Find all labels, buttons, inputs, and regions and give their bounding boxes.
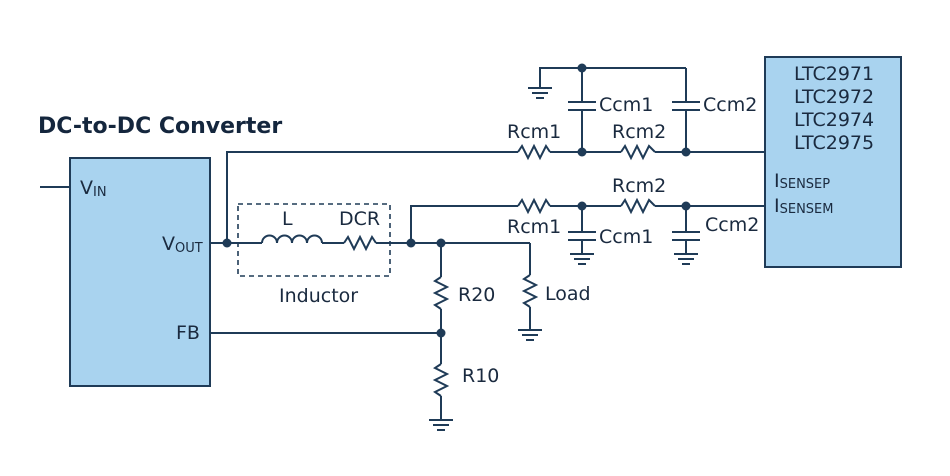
rcm2-top-label: Rcm2 xyxy=(612,121,666,143)
fb-label: FB xyxy=(176,322,200,344)
ccm1-top-label: Ccm1 xyxy=(599,94,653,116)
vin-label: VIN xyxy=(80,177,107,200)
diagram-title: DC-to-DC Converter xyxy=(38,114,282,139)
inductor-l-label: L xyxy=(282,208,293,230)
top-cap-rail-wire xyxy=(539,67,686,88)
isensem-label: ISENSEM xyxy=(774,195,833,217)
isensep-label: ISENSEP xyxy=(774,170,830,192)
load-resistor xyxy=(521,274,539,308)
ground-icon-ccm2 xyxy=(674,253,698,265)
load-label: Load xyxy=(545,283,591,305)
node-dot xyxy=(577,147,587,157)
rcm2-bottom-resistor xyxy=(620,197,656,215)
node-dot xyxy=(436,328,446,338)
rcm1-bottom-resistor xyxy=(517,197,551,215)
node-dot xyxy=(577,201,587,211)
ic-part-1: LTC2971 xyxy=(794,63,874,85)
ccm1-bottom-label: Ccm1 xyxy=(599,226,653,248)
dcr-to-rcm1-bottom-wire xyxy=(410,205,518,243)
node-dot xyxy=(577,63,587,73)
node-dot xyxy=(222,238,232,248)
r10-resistor xyxy=(432,363,450,397)
r10-label: R10 xyxy=(462,365,499,387)
ic-part-2: LTC2972 xyxy=(794,86,874,108)
ccm2-bottom-label: Ccm2 xyxy=(705,214,759,236)
vout-to-rcm1-top-wire xyxy=(210,151,518,244)
ground-icon-top xyxy=(528,87,552,99)
rcm1-top-label: Rcm1 xyxy=(507,121,561,143)
ground-icon-load xyxy=(518,329,542,341)
node-dot xyxy=(681,147,691,157)
ltc-ic-block xyxy=(764,56,902,268)
dc-dc-converter-block xyxy=(69,157,211,387)
ground-icon-r10 xyxy=(429,419,453,431)
r20-label: R20 xyxy=(458,284,495,306)
rcm2-top-resistor xyxy=(620,143,656,161)
dcr-label: DCR xyxy=(339,208,380,230)
inductor-coil xyxy=(261,234,323,244)
ccm2-top-label: Ccm2 xyxy=(703,94,757,116)
rcm1-bottom-label: Rcm1 xyxy=(507,216,561,238)
ic-part-4: LTC2975 xyxy=(794,132,874,154)
dcr-resistor xyxy=(343,234,377,252)
ground-icon-ccm1 xyxy=(570,253,594,265)
inductor-group-label: Inductor xyxy=(279,285,358,307)
inductor-dashed-outline xyxy=(237,203,391,277)
vout-label: VOUT xyxy=(162,233,203,256)
r20-resistor xyxy=(432,276,450,310)
ic-part-3: LTC2974 xyxy=(794,109,874,131)
node-dot xyxy=(681,201,691,211)
rcm1-top-resistor xyxy=(517,143,551,161)
rcm2-bottom-label: Rcm2 xyxy=(612,175,666,197)
